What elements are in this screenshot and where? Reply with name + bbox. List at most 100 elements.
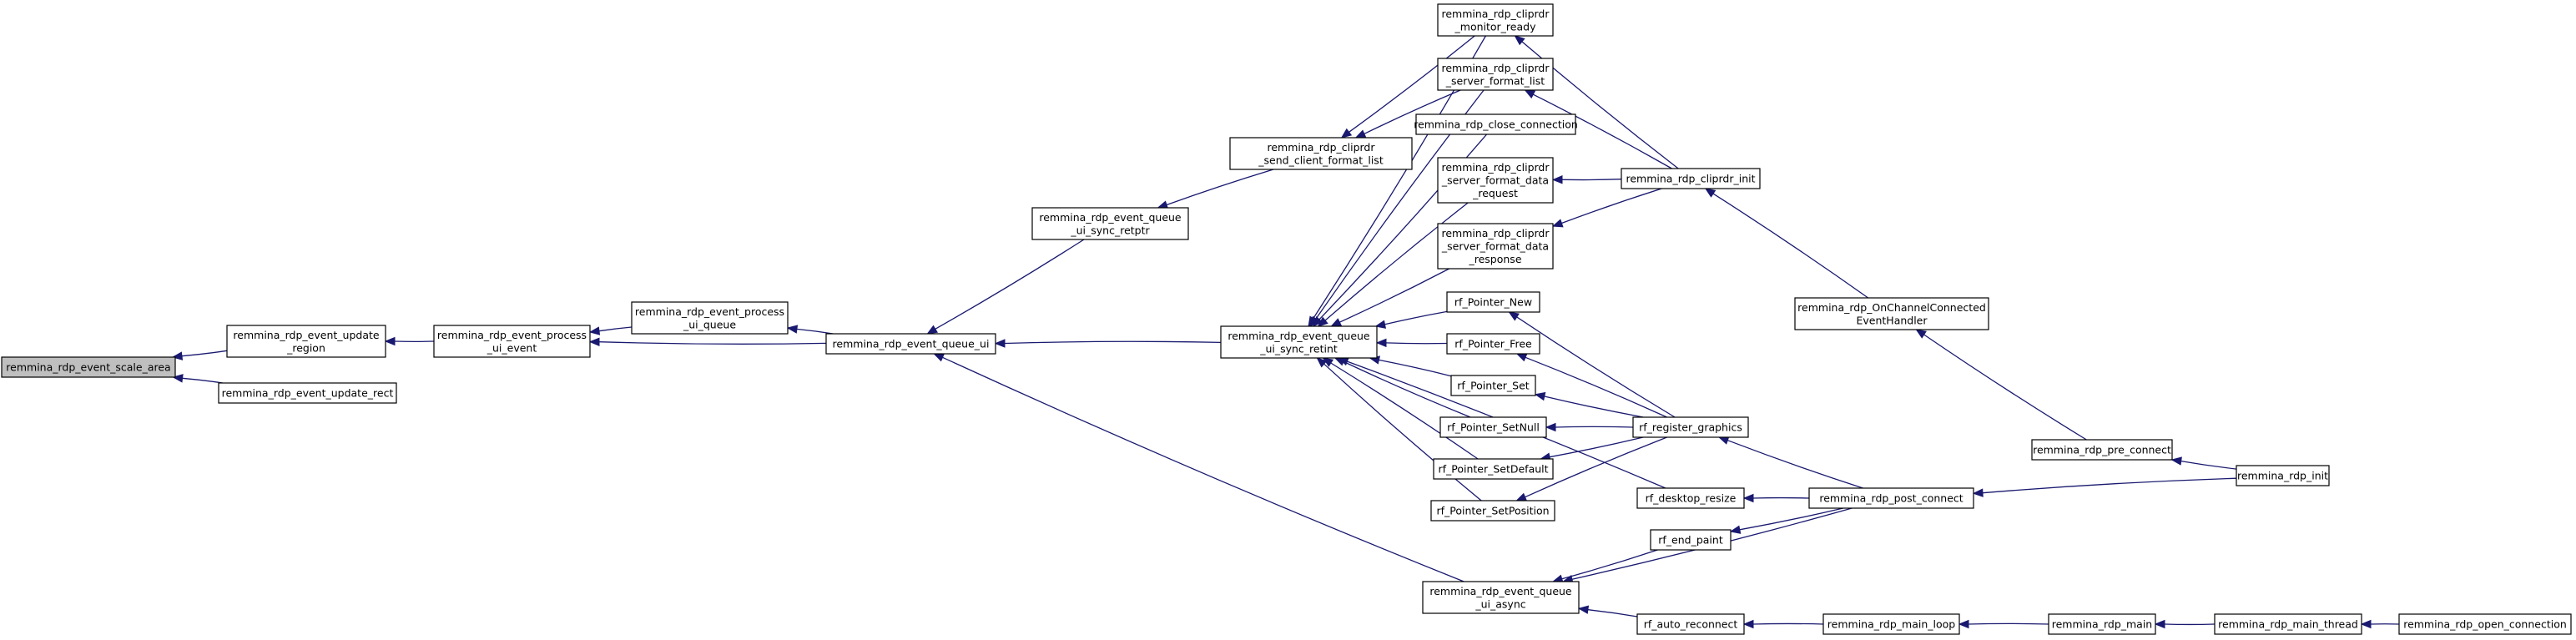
function-node-pointer-free[interactable]: rf_Pointer_Free — [1446, 333, 1540, 355]
node-label: _response — [1468, 253, 1521, 265]
arrowhead — [2170, 456, 2182, 466]
function-node-end-paint[interactable]: rf_end_paint — [1650, 529, 1732, 551]
function-node-register-graphics[interactable]: rf_register_graphics — [1632, 416, 1749, 438]
node-label: rf_Pointer_Set — [1457, 380, 1530, 392]
function-node-pre-connect[interactable]: remmina_rdp_pre_connect — [2031, 439, 2173, 461]
edge-line — [1561, 188, 1662, 224]
node-label: remmina_rdp_cliprdr_init — [1626, 173, 1755, 185]
function-node-pointer-set[interactable]: rf_Pointer_Set — [1450, 375, 1536, 396]
edge-line — [1330, 362, 1479, 460]
function-node-post-connect[interactable]: remmina_rdp_post_connect — [1808, 487, 1974, 509]
edge-line — [1923, 334, 2087, 441]
edge-line — [1561, 549, 1658, 580]
node-label: rf_Pointer_New — [1454, 296, 1532, 309]
node-label: remmina_rdp_cliprdr — [1442, 8, 1550, 20]
edge-line — [942, 356, 1464, 582]
function-node-rdp-init[interactable]: remmina_rdp_init — [2236, 465, 2330, 486]
node-label: remmina_rdp_main_thread — [2218, 618, 2358, 631]
node-label: rf_desktop_resize — [1646, 492, 1737, 505]
function-node-server-format-data-request[interactable]: remmina_rdp_cliprdr_server_format_data_r… — [1437, 157, 1554, 204]
function-node-sync-retint[interactable]: remmina_rdp_event_queue_ui_sync_retint — [1220, 325, 1378, 359]
function-node-pointer-setnull[interactable]: rf_Pointer_SetNull — [1439, 416, 1547, 438]
arrowhead — [588, 326, 601, 335]
node-box — [226, 325, 386, 358]
node-box — [1422, 581, 1580, 614]
function-node-main-thread[interactable]: remmina_rdp_main_thread — [2214, 613, 2362, 635]
function-node-update-rect[interactable]: remmina_rdp_event_update_rect — [218, 382, 397, 404]
function-node-send-client-format-list[interactable]: remmina_rdp_cliprdr_send_client_format_l… — [1229, 137, 1413, 170]
arrowhead — [1375, 338, 1387, 348]
node-label: _monitor_ready — [1454, 20, 1537, 33]
function-node-process-ui-queue[interactable]: remmina_rdp_event_process_ui_queue — [631, 301, 789, 335]
edge-line — [1364, 89, 1461, 134]
function-node-rdp-main[interactable]: remmina_rdp_main — [2048, 613, 2156, 635]
edge-line — [598, 326, 633, 332]
function-node-onchannel[interactable]: remmina_rdp_OnChannelConnectedEventHandl… — [1794, 297, 1989, 330]
function-node-desktop-resize[interactable]: rf_desktop_resize — [1636, 487, 1745, 509]
node-label: remmina_rdp_init — [2237, 470, 2328, 482]
function-node-main-loop[interactable]: remmina_rdp_main_loop — [1822, 613, 1960, 635]
node-label: remmina_rdp_event_process — [635, 305, 784, 318]
node-box — [1439, 416, 1547, 438]
edge-line — [1166, 169, 1274, 206]
function-node-close-connection[interactable]: remmina_rdp_close_connection — [1414, 113, 1578, 135]
function-node-open-connection[interactable]: remmina_rdp_open_connection — [2398, 613, 2572, 635]
node-box — [1446, 333, 1540, 355]
arrowhead — [1340, 128, 1353, 139]
function-node-update-region[interactable]: remmina_rdp_event_update_region — [226, 325, 386, 358]
call-edge — [1742, 619, 1824, 629]
node-box — [1437, 3, 1554, 37]
function-node-sync-retptr[interactable]: remmina_rdp_event_queue_ui_sync_retptr — [1031, 207, 1189, 240]
call-edge — [1729, 507, 1843, 534]
call-edge — [2154, 619, 2216, 629]
edge-line — [181, 350, 228, 357]
function-node-scale-area[interactable]: remmina_rdp_event_scale_area — [1, 356, 176, 378]
node-box — [2048, 613, 2156, 635]
node-label: remmina_rdp_event_queue — [1429, 585, 1572, 597]
arrowhead — [384, 336, 396, 346]
arrowhead — [1915, 329, 1927, 339]
call-edge — [172, 374, 223, 384]
arrowhead — [171, 351, 184, 360]
node-label: _ui_sync_retptr — [1070, 224, 1150, 236]
function-node-queue-ui[interactable]: remmina_rdp_event_queue_ui — [825, 333, 996, 355]
function-node-process-ui-event[interactable]: remmina_rdp_event_process_ui_event — [433, 325, 591, 358]
edge-line — [1544, 396, 1644, 418]
function-node-server-format-data-response[interactable]: remmina_rdp_cliprdr_server_format_data_r… — [1437, 223, 1554, 270]
edge-line — [1324, 202, 1469, 321]
node-box — [1220, 325, 1378, 359]
function-node-cliprdr-init[interactable]: remmina_rdp_cliprdr_init — [1621, 168, 1761, 189]
node-box — [1636, 487, 1745, 509]
node-label: remmina_rdp_event_scale_area — [6, 361, 170, 374]
function-node-server-format-list[interactable]: remmina_rdp_cliprdr_server_format_list — [1437, 58, 1554, 91]
edge-line — [1752, 622, 1824, 625]
arrowhead — [1742, 619, 1754, 629]
edge-line — [1348, 35, 1475, 133]
function-node-queue-ui-async[interactable]: remmina_rdp_event_queue_ui_async — [1422, 581, 1580, 614]
edge-line — [1004, 340, 1222, 345]
edge-line — [796, 328, 834, 335]
node-label: _ui_queue — [683, 318, 736, 330]
function-node-pointer-setposition[interactable]: rf_Pointer_SetPosition — [1430, 500, 1555, 522]
function-node-pointer-setdefault[interactable]: rf_Pointer_SetDefault — [1433, 458, 1554, 480]
function-node-pointer-new[interactable]: rf_Pointer_New — [1446, 291, 1540, 313]
arrowhead — [1742, 493, 1754, 503]
edge-line — [1968, 622, 2049, 625]
node-box — [1, 356, 176, 378]
node-label: rf_Pointer_SetNull — [1447, 421, 1540, 434]
call-edge — [588, 337, 827, 346]
arrowhead — [1317, 316, 1328, 327]
arrowhead — [588, 337, 600, 346]
function-node-monitor-ready[interactable]: remmina_rdp_cliprdr_monitor_ready — [1437, 3, 1554, 37]
edge-line — [935, 239, 1085, 330]
arrowhead — [1524, 89, 1536, 99]
arrowhead — [1704, 188, 1716, 198]
node-label: _server_format_data — [1441, 240, 1549, 253]
call-edge — [1515, 436, 1667, 501]
call-edge — [1340, 35, 1475, 139]
function-node-auto-reconnect[interactable]: rf_auto_reconnect — [1636, 613, 1745, 635]
call-edge — [933, 353, 1464, 582]
call-edge — [1742, 493, 1810, 503]
node-box — [218, 382, 397, 404]
